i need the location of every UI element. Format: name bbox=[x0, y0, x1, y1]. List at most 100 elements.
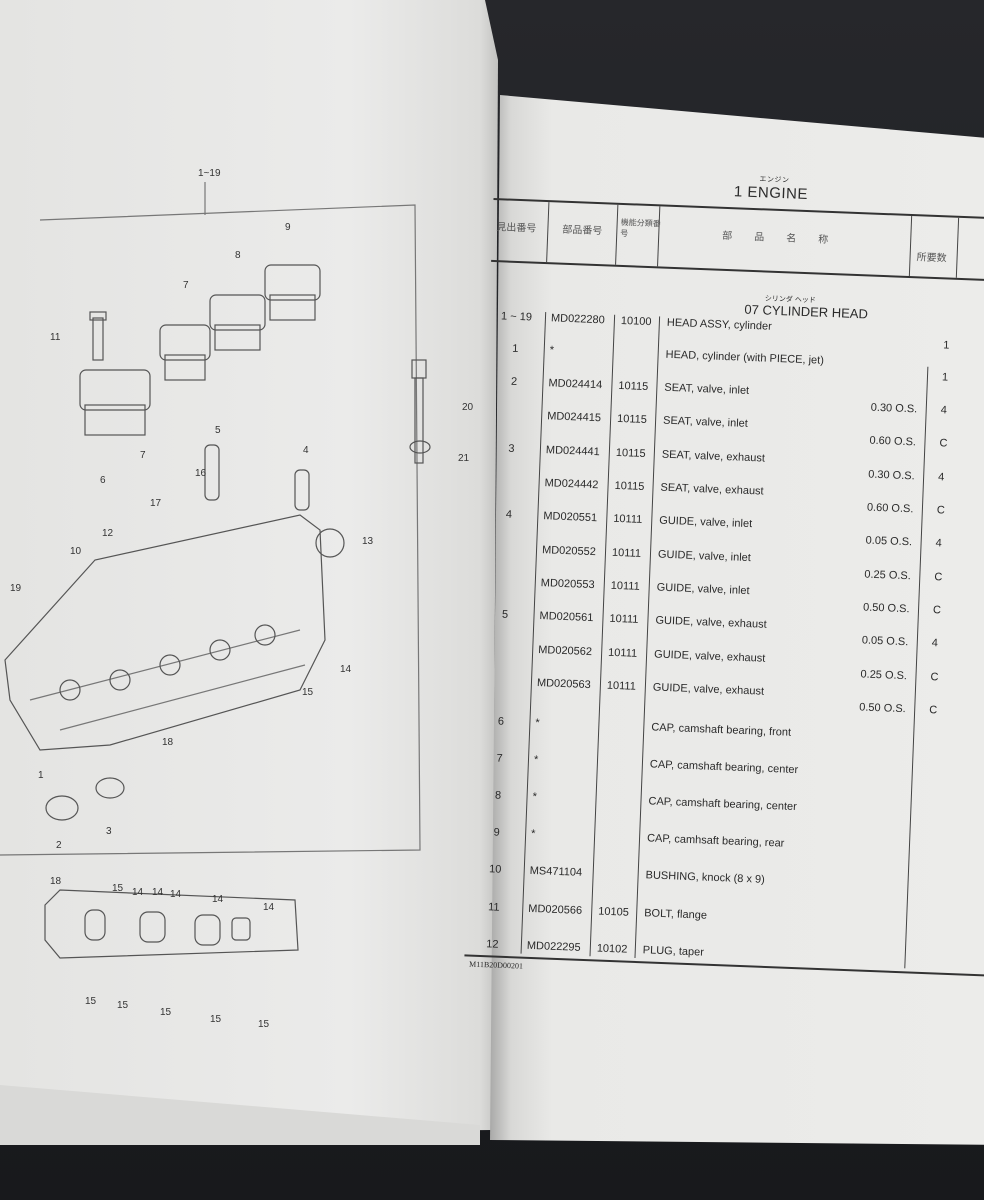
code-cell: 10115 bbox=[616, 412, 648, 427]
gasket-callout: 14 bbox=[263, 902, 275, 913]
callout: 14 bbox=[340, 664, 352, 675]
part-name-cell: GUIDE, valve, exhaust bbox=[652, 681, 765, 698]
gasket-callout: 15 bbox=[210, 1014, 222, 1025]
part-name-cell: GUIDE, valve, exhaust bbox=[653, 648, 766, 665]
callout: 18 bbox=[162, 737, 174, 748]
ref-cell: 8 bbox=[494, 789, 502, 802]
ref-cell bbox=[479, 575, 534, 577]
guide-5 bbox=[204, 444, 220, 501]
qty-cell: 4 bbox=[935, 537, 942, 550]
part-name-cell: BUSHING, knock (8 x 9) bbox=[645, 869, 765, 886]
ref-cell: 6 bbox=[497, 715, 505, 728]
qty-cell: C bbox=[932, 604, 942, 617]
note-cell: 0.05 O.S. bbox=[861, 634, 909, 649]
ref-cell: 9 bbox=[493, 826, 500, 839]
qty-cell: 1 bbox=[942, 339, 950, 352]
gasket-callout: 18 bbox=[50, 876, 62, 887]
header-qty: 所要数 bbox=[916, 252, 947, 265]
part-name-cell: CAP, camshaft bearing, center bbox=[648, 795, 798, 814]
exploded-diagram bbox=[0, 182, 431, 959]
bolt-20 bbox=[411, 359, 427, 464]
part-number-cell: MD020566 bbox=[528, 902, 583, 917]
qty-cell: C bbox=[939, 437, 948, 450]
part-name-cell: SEAT, valve, exhaust bbox=[660, 481, 764, 498]
ref-cell: 2 bbox=[510, 375, 518, 389]
part-number-cell: MD024415 bbox=[546, 410, 602, 425]
callout: 11 bbox=[50, 332, 61, 343]
callout: 21 bbox=[458, 453, 470, 464]
section-title: シリンダ ヘッド 07 CYLINDER HEAD bbox=[744, 295, 869, 322]
ref-cell: 10 bbox=[488, 863, 502, 876]
code-cell: 10111 bbox=[607, 646, 638, 660]
seat-2 bbox=[45, 795, 79, 821]
part-name-cell: GUIDE, valve, inlet bbox=[657, 548, 752, 565]
qty-cell: C bbox=[930, 671, 939, 684]
gasket-callout: 15 bbox=[117, 1000, 129, 1011]
guide-4 bbox=[294, 469, 310, 511]
part-number-cell: MD020552 bbox=[541, 544, 597, 559]
header-name: 部品名称 bbox=[722, 230, 851, 247]
callout: 17 bbox=[150, 498, 162, 509]
part-number-cell: MS471104 bbox=[529, 864, 583, 879]
code-cell: 10111 bbox=[606, 679, 637, 693]
gasket-callout: 14 bbox=[170, 889, 182, 900]
gasket-callout: 15 bbox=[160, 1007, 172, 1018]
part-number-cell: * bbox=[533, 753, 539, 767]
callout: 13 bbox=[362, 536, 374, 547]
callout: 7 bbox=[183, 280, 189, 291]
part-number-cell: * bbox=[532, 790, 538, 804]
callout: 20 bbox=[462, 402, 474, 413]
callout: 8 bbox=[235, 250, 241, 261]
part-number-cell: MD024414 bbox=[548, 377, 603, 392]
ref-cell: 11 bbox=[487, 901, 500, 914]
note-cell: 0.50 O.S. bbox=[862, 601, 910, 616]
part-name-cell: CAP, camshaft bearing, center bbox=[649, 758, 799, 777]
part-name-cell: SEAT, valve, inlet bbox=[664, 381, 750, 397]
callout: 16 bbox=[195, 468, 207, 479]
header-part-no: 部品番号 bbox=[562, 224, 603, 238]
table-header: 見出番号 部品番号 機能分類番号 部品名称 所要数 bbox=[491, 197, 984, 282]
note-cell: 0.60 O.S. bbox=[869, 434, 917, 449]
part-name-cell: GUIDE, valve, exhaust bbox=[655, 614, 767, 631]
camshaft-cap-8 bbox=[209, 294, 266, 351]
qty-cell: C bbox=[936, 504, 946, 517]
callout: 2 bbox=[56, 840, 62, 851]
table-row: 1*HEAD, cylinder (with PIECE, jet)1 bbox=[487, 342, 984, 384]
cylinder-head bbox=[4, 514, 326, 751]
part-number-cell: MD020562 bbox=[537, 644, 593, 659]
part-number-cell: MD020551 bbox=[543, 510, 598, 525]
note-cell: 0.25 O.S. bbox=[860, 668, 908, 683]
table-row: 9*CAP, camhsaft bearing, rear bbox=[469, 826, 984, 866]
callout: 6 bbox=[100, 475, 106, 486]
ref-cell bbox=[483, 475, 538, 477]
part-number-cell: MD020563 bbox=[536, 677, 591, 692]
note-cell: 0.60 O.S. bbox=[866, 501, 914, 516]
qty-cell: C bbox=[934, 571, 943, 584]
washer-21 bbox=[409, 440, 431, 454]
ref-cell bbox=[476, 642, 531, 644]
part-number-cell: * bbox=[549, 344, 555, 357]
callout: 7 bbox=[140, 450, 146, 461]
qty-cell: 4 bbox=[940, 404, 948, 417]
table-row: 6*CAP, camshaft bearing, front bbox=[473, 715, 984, 755]
callout: 5 bbox=[215, 425, 221, 436]
part-number-cell: MD024441 bbox=[545, 444, 600, 459]
gasket-callout: 14 bbox=[132, 887, 144, 898]
part-number-cell: * bbox=[530, 827, 536, 841]
camshaft-cap-7 bbox=[159, 324, 211, 381]
table-row: 7*CAP, camshaft bearing, center bbox=[472, 752, 984, 792]
ref-cell: 4 bbox=[505, 508, 513, 521]
gasket-callout: 15 bbox=[85, 996, 97, 1007]
part-name-cell: PLUG, taper bbox=[642, 944, 705, 959]
gasket-callout: 14 bbox=[212, 894, 224, 905]
ref-cell: 1 ~ 19 bbox=[500, 310, 533, 324]
callout: 19 bbox=[10, 583, 22, 594]
header-ref: 見出番号 bbox=[496, 222, 537, 235]
callout: 1 bbox=[38, 770, 44, 781]
table-row: 10 MS471104 BUSHING, knock (8 x 9) bbox=[467, 862, 984, 902]
ref-cell: 5 bbox=[501, 608, 509, 621]
note-cell: 0.05 O.S. bbox=[865, 534, 913, 549]
bolt-11 bbox=[89, 311, 107, 361]
part-number-cell: MD024442 bbox=[544, 477, 599, 492]
footer-code: M11B20D00201 bbox=[468, 959, 524, 971]
